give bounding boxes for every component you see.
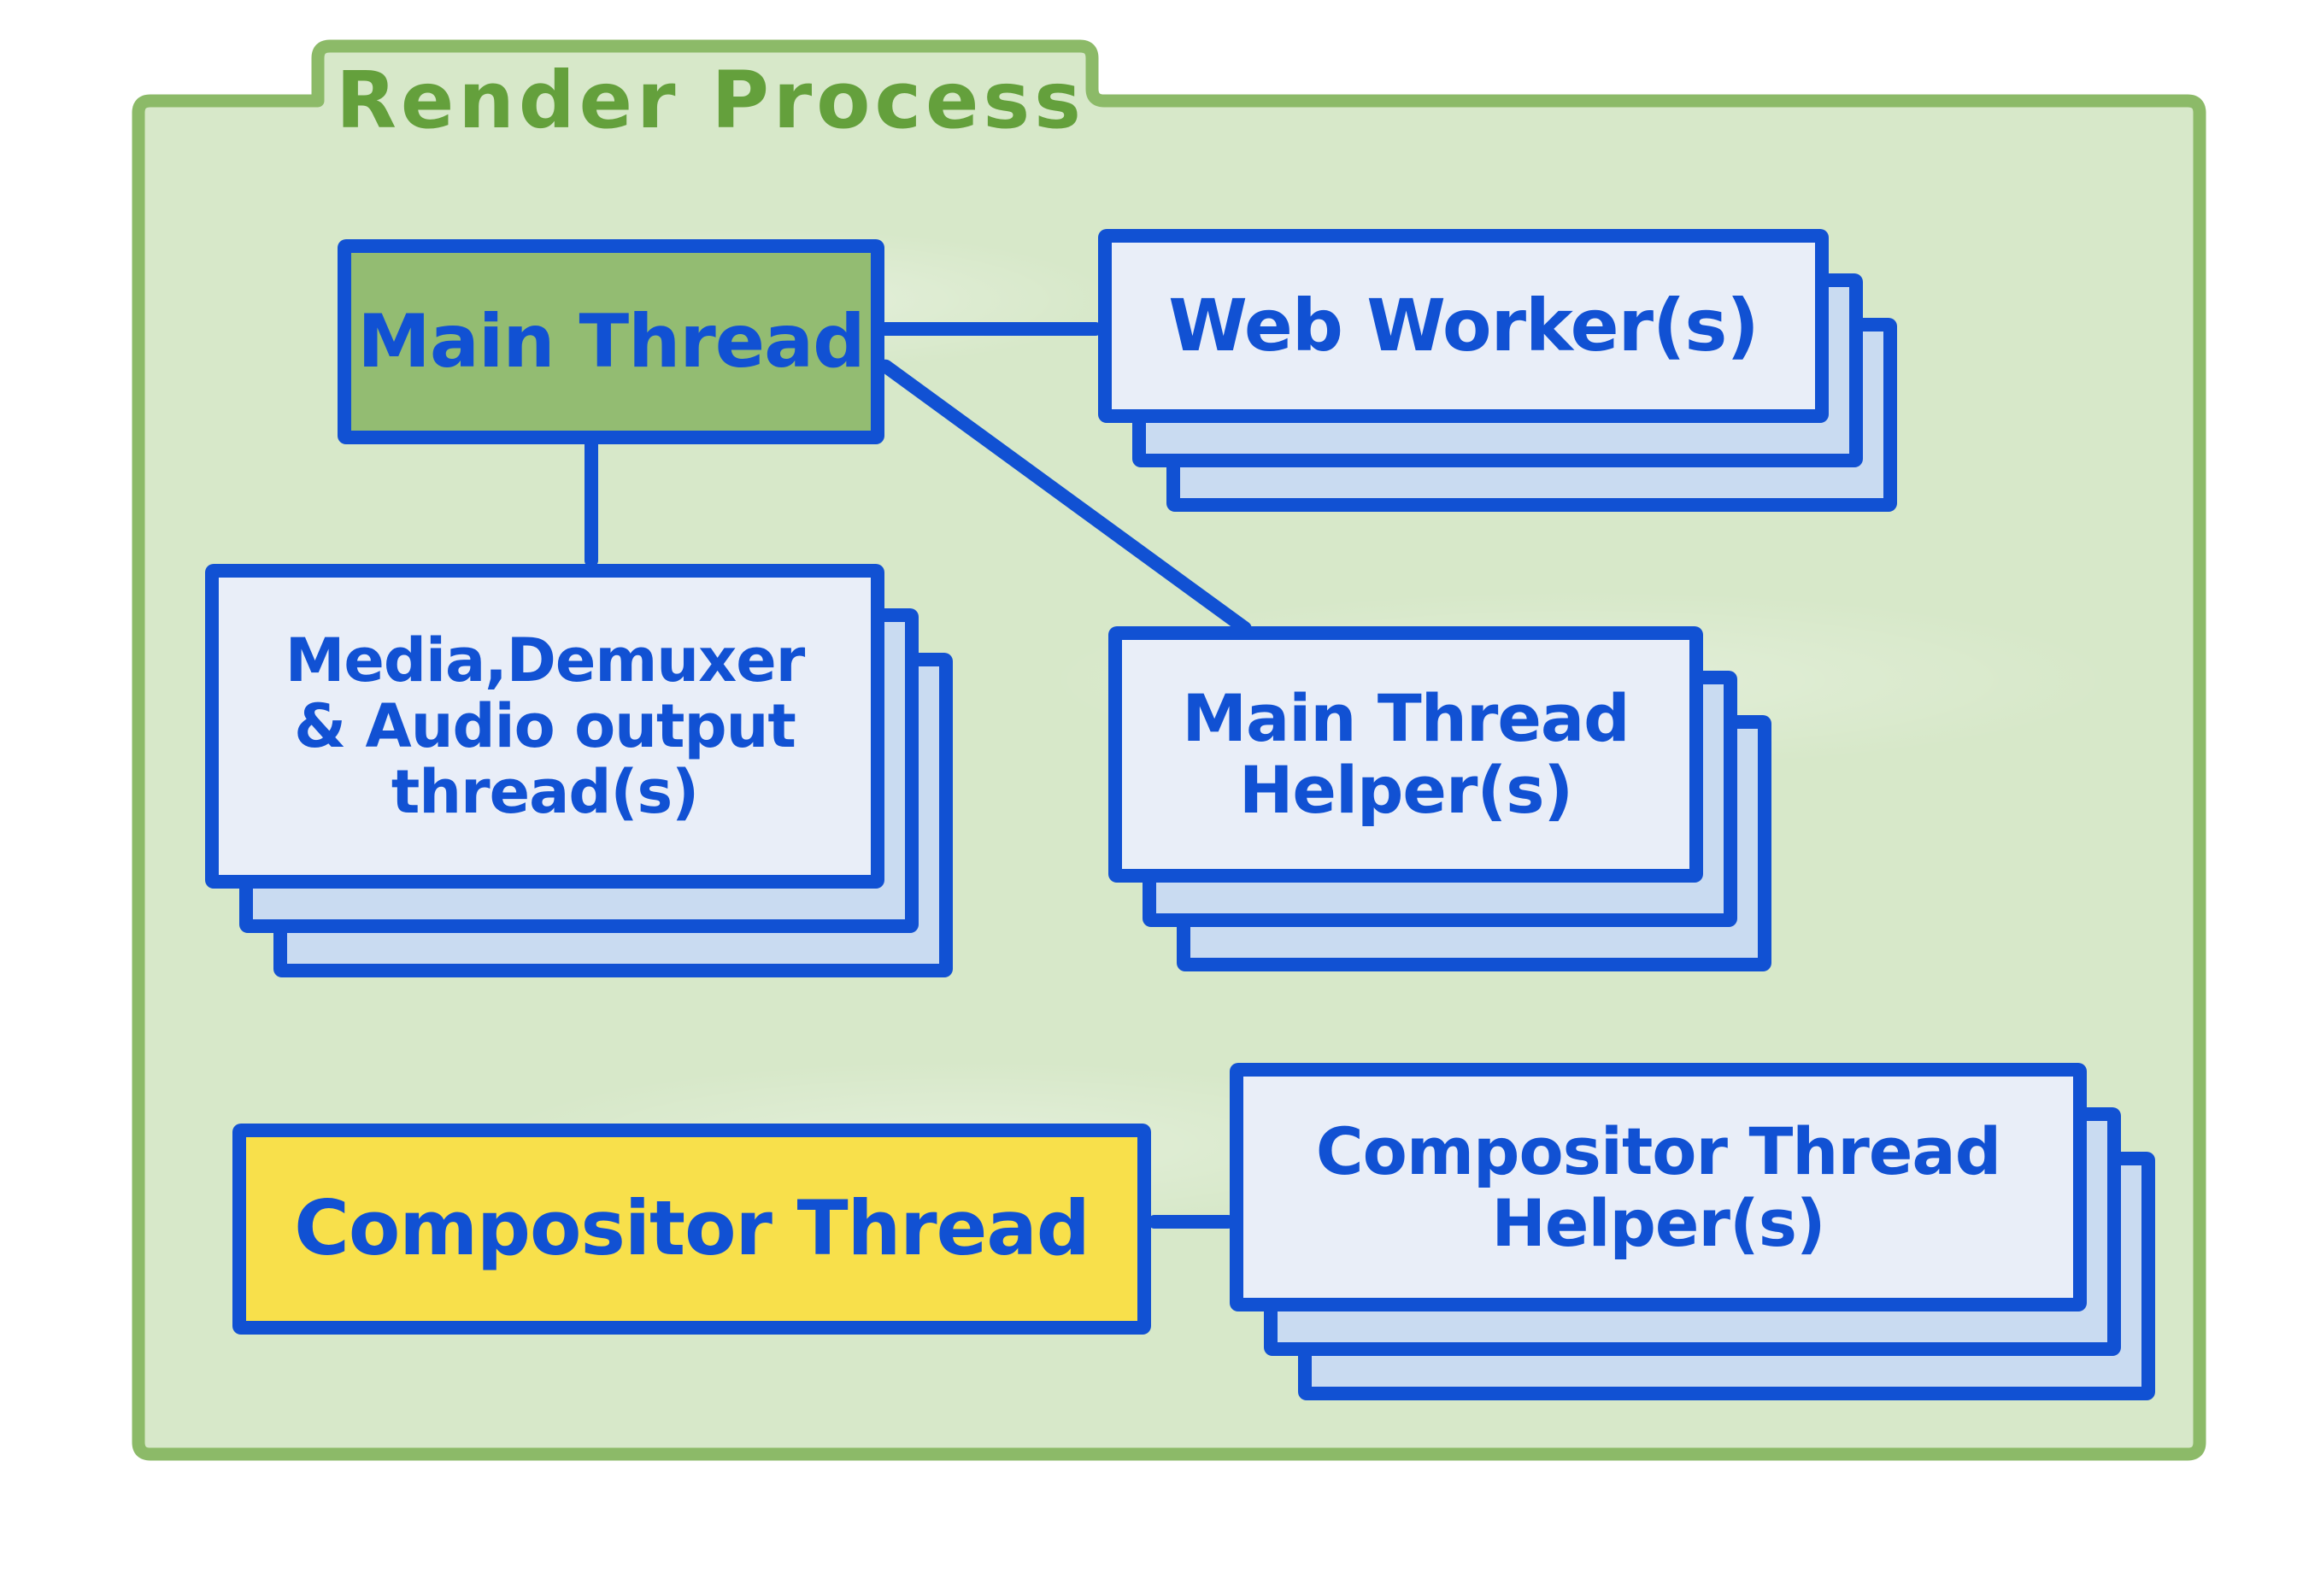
node-compositor-thread-helpers-label-line2: Helper(s) [1491, 1184, 1825, 1261]
edge-main-thread-media-threads [585, 437, 598, 567]
node-main-thread: Main Thread [338, 239, 884, 444]
card-front: Web Worker(s) [1098, 229, 1829, 423]
node-media-threads-label-line1: Media,Demuxer [285, 625, 806, 695]
node-media-threads-label-line2: & Audio output [294, 690, 796, 761]
node-main-thread-helpers-label-line1: Main Thread [1182, 680, 1630, 757]
node-media-threads-label-line3: thread(s) [391, 756, 699, 827]
node-main-thread-helpers-label-line2: Helper(s) [1238, 752, 1573, 828]
edge-compositor-thread-compositor-thread-helpers [1148, 1215, 1235, 1229]
card-front: Main Thread Helper(s) [1108, 626, 1703, 883]
node-compositor-thread-helpers-label-line1: Compositor Thread [1315, 1112, 2001, 1189]
node-compositor-thread: Compositor Thread [232, 1124, 1151, 1335]
node-compositor-thread-label: Compositor Thread [294, 1184, 1090, 1273]
folder-title: Render Process [336, 55, 1085, 146]
card-front: Media,Demuxer & Audio output thread(s) [205, 564, 884, 889]
edge-main-thread-web-workers [878, 322, 1102, 336]
node-web-workers-label: Web Worker(s) [1168, 284, 1759, 368]
card-front: Compositor Thread Helper(s) [1230, 1063, 2087, 1311]
node-main-thread-label: Main Thread [357, 298, 865, 384]
